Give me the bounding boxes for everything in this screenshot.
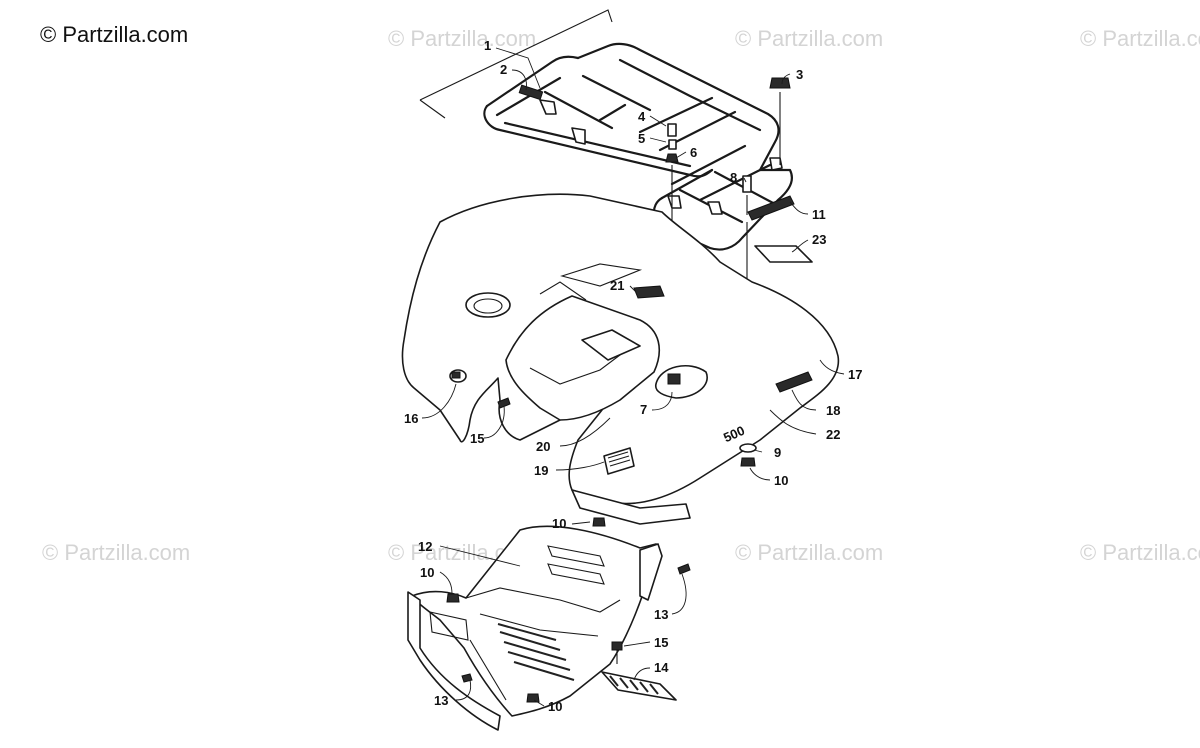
callout-4: 4 [638, 109, 646, 124]
nut-10-bottom [526, 693, 540, 703]
callout-10: 10 [420, 565, 434, 580]
watermark: © Partzilla.com [1080, 26, 1200, 51]
callout-10: 10 [774, 473, 788, 488]
screw-13-left [461, 673, 473, 683]
step-plate-14 [601, 671, 677, 701]
callout-5: 5 [638, 131, 645, 146]
screw-15-lower [611, 641, 623, 651]
callout-16: 16 [404, 411, 418, 426]
callout-22: 22 [826, 427, 840, 442]
callout-13: 13 [654, 607, 668, 622]
rack-reference-bracket [419, 9, 613, 119]
nut-10 [740, 457, 756, 467]
watermark: © Partzilla.com [1080, 540, 1200, 565]
callout-15: 15 [654, 635, 668, 650]
watermark: © Partzilla.com [388, 26, 537, 51]
callout-23: 23 [812, 232, 826, 247]
callout-3: 3 [796, 67, 803, 82]
callout-labels: 1 2 3 4 5 6 8 11 23 21 17 18 22 7 9 10 1… [404, 38, 862, 714]
callout-20: 20 [536, 439, 550, 454]
leader-lines [421, 47, 845, 707]
watermark: © Partzilla.com [42, 540, 191, 565]
callout-9: 9 [774, 445, 781, 460]
callout-21: 21 [610, 278, 624, 293]
callout-1: 1 [484, 38, 491, 53]
watermark: © Partzilla.com [735, 540, 884, 565]
callout-13: 13 [434, 693, 448, 708]
callout-12: 12 [418, 539, 432, 554]
callout-8: 8 [730, 170, 737, 185]
rear-rack [483, 42, 795, 251]
callout-15: 15 [470, 431, 484, 446]
callout-10: 10 [552, 516, 566, 531]
callout-17: 17 [848, 367, 862, 382]
callout-11: 11 [812, 207, 826, 222]
callout-18: 18 [826, 403, 840, 418]
screw-15-upper [497, 397, 511, 409]
copyright-text: © Partzilla.com [40, 22, 189, 47]
screw-13-right [677, 563, 691, 575]
nut-10-left [446, 593, 460, 603]
callout-14: 14 [654, 660, 669, 675]
washer-9 [739, 443, 757, 453]
callout-2: 2 [500, 62, 507, 77]
watermark: © Partzilla.com [735, 26, 884, 51]
callout-10: 10 [548, 699, 562, 714]
rear-fender: 500 [401, 193, 840, 525]
callout-6: 6 [690, 145, 697, 160]
callout-19: 19 [534, 463, 548, 478]
decal-23 [754, 245, 813, 263]
nut-10-middle [592, 517, 606, 527]
callout-7: 7 [640, 402, 647, 417]
